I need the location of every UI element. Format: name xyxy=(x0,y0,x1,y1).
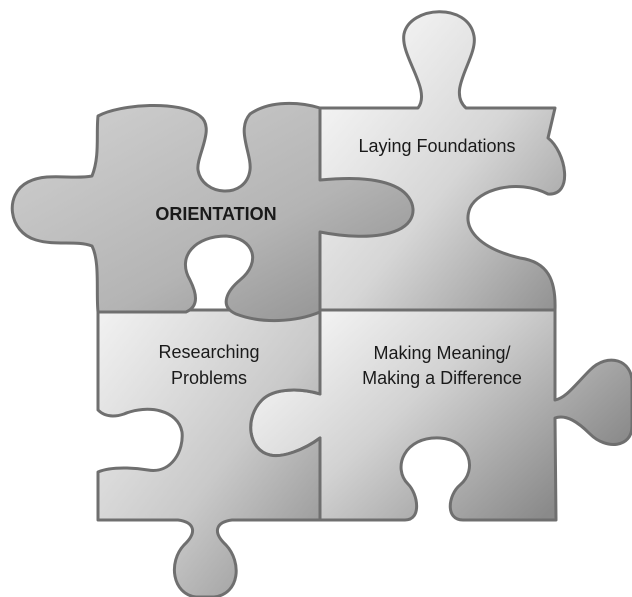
laying-foundations-label: Laying Foundations xyxy=(358,136,515,156)
orientation-label: ORIENTATION xyxy=(155,204,276,224)
piece-laying-foundations xyxy=(318,10,566,312)
researching-problems-label-line1: Researching xyxy=(158,342,259,362)
piece-researching-problems xyxy=(96,308,322,597)
piece-orientation xyxy=(10,101,415,322)
making-meaning-label-line1: Making Meaning/ xyxy=(373,343,510,363)
researching-problems-label-line2: Problems xyxy=(171,368,247,388)
making-meaning-label-line2: Making a Difference xyxy=(362,368,522,388)
